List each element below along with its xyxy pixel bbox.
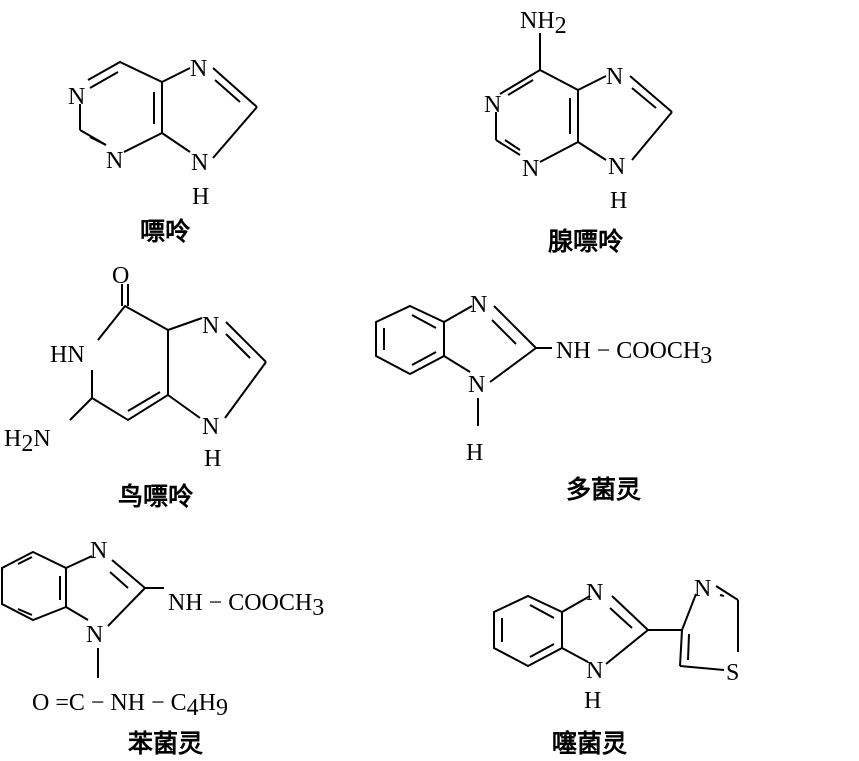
atom-n: N [468, 372, 485, 398]
atom-n: N [202, 313, 219, 339]
carbamoyl-group: O =C − NH − C4H9 [32, 690, 228, 721]
molecule-name: 苯菌灵 [127, 730, 203, 758]
atom-n: N [484, 92, 501, 118]
atom-n: N [106, 148, 123, 174]
amine-group: NH2 [520, 8, 567, 39]
atom-n: N [202, 414, 219, 440]
atom-n: N [522, 156, 539, 182]
molecule-name: 噻菌灵 [552, 729, 627, 758]
atom-n: N [86, 622, 103, 648]
atom-n: N [470, 292, 487, 318]
atom-s: S [726, 660, 739, 686]
atom-h: H [204, 446, 221, 472]
atom-o: O [112, 263, 129, 289]
purine-structure: N N N N H 嘌呤 [68, 56, 258, 246]
atom-n: N [694, 576, 711, 602]
carbendazim-structure: N N H NH − COOCH3 多菌灵 [375, 292, 712, 504]
atom-n: N [606, 64, 623, 90]
benomyl-structure: N N NH − COOCH3 O =C − NH − C4H9 苯菌灵 [0, 538, 324, 758]
atom-n: N [608, 154, 625, 180]
molecule-name: 鸟嘌呤 [118, 482, 194, 511]
atom-n: N [190, 56, 207, 82]
molecule-name: 多菌灵 [566, 476, 641, 504]
atom-h: H [584, 688, 601, 714]
side-chain: NH − COOCH3 [168, 590, 324, 621]
atom-n: N [191, 150, 208, 176]
atom-n: N [90, 538, 107, 564]
molecule-name: 腺嘌呤 [548, 227, 624, 256]
atom-n: N [68, 84, 85, 110]
amine-group: H2N [4, 426, 51, 457]
atom-h: H [610, 188, 627, 214]
side-chain: NH − COOCH3 [556, 338, 712, 369]
atom-h: H [466, 440, 483, 466]
molecule-name: 嘌呤 [140, 217, 191, 246]
atom-n: N [586, 580, 603, 606]
guanine-structure: O HN H2N N N H 鸟嘌呤 [4, 263, 267, 511]
adenine-structure: NH2 N N N N H 腺嘌呤 [484, 8, 673, 256]
atom-n: N [586, 658, 603, 684]
atom-h: H [192, 184, 209, 210]
atom-hn: HN [50, 342, 85, 368]
thiabendazole-structure: N N H N S 噻菌灵 [493, 576, 739, 758]
